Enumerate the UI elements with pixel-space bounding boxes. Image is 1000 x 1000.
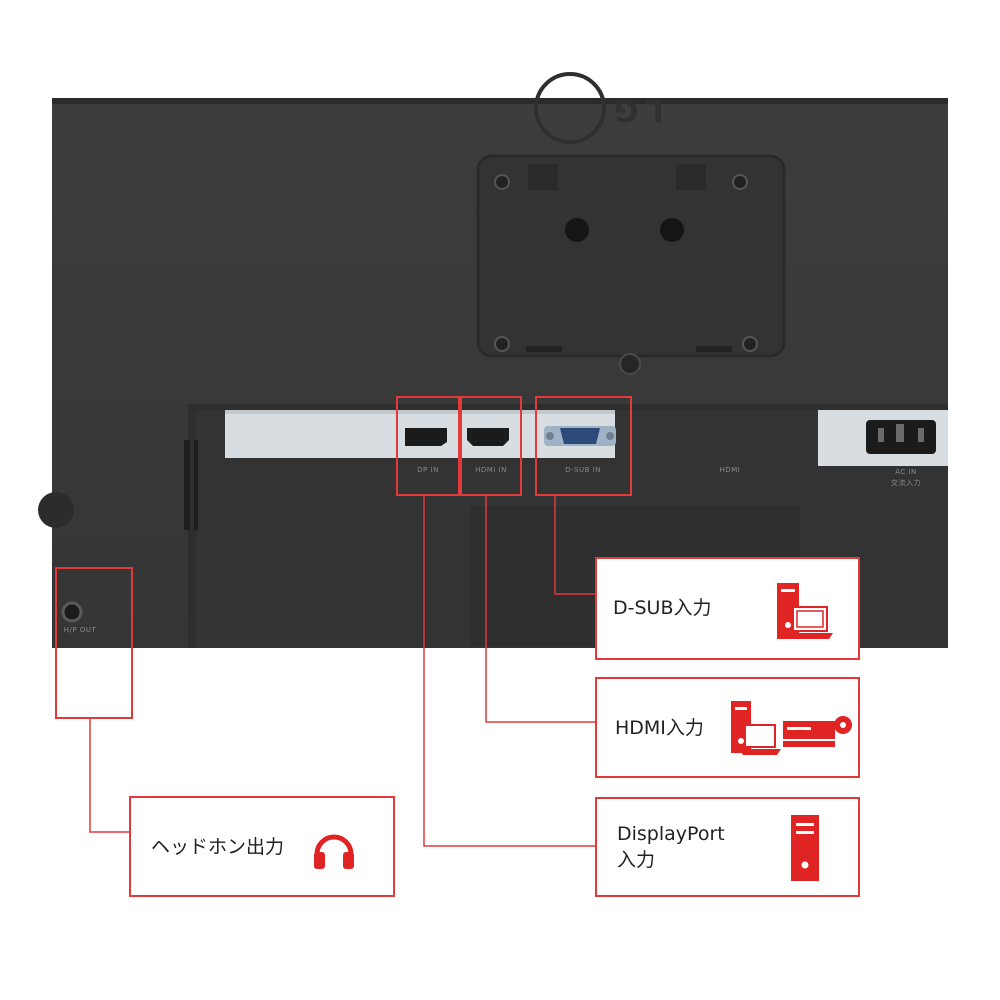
ac-port-label: AC IN [895, 468, 917, 476]
hdmi-logo-label: HDMI [719, 466, 741, 474]
callout-dsub-label: D-SUB入力 [613, 597, 712, 619]
hdmi-port-label: HDMI IN [475, 466, 507, 474]
hdmi-port [467, 428, 509, 446]
pc-tower-laptop-icon [777, 583, 833, 639]
callout-dsub: D-SUB入力 [595, 557, 860, 660]
dp-port-label: DP IN [417, 466, 439, 474]
leader-lines [89, 495, 596, 847]
callout-headphone-label: ヘッドホン出力 [151, 836, 285, 858]
headphones-icon [314, 834, 354, 869]
port-highlight-boxes [55, 396, 632, 719]
vesa-hole [565, 218, 589, 242]
callout-hdmi: HDMI入力 [595, 677, 860, 778]
headphone-jack [61, 601, 83, 623]
pc-laptop-player-icon [731, 701, 852, 755]
pc-tower-icon [791, 815, 819, 881]
callout-displayport-label-line2: 入力 [617, 849, 656, 871]
dsub-port-label: D-SUB IN [565, 466, 601, 474]
dp-port [405, 428, 447, 446]
vesa-hole [660, 218, 684, 242]
brand-logo-text: LG [608, 92, 664, 127]
callout-hdmi-label: HDMI入力 [615, 717, 704, 739]
lg-logo-mark [534, 72, 606, 144]
callout-displayport-label-line1: DisplayPort [617, 823, 725, 845]
callout-headphone: ヘッドホン出力 [129, 796, 395, 897]
ac-port-sublabel: 交流入力 [891, 479, 921, 487]
headphone-port-label: H/P OUT [63, 626, 97, 634]
callout-displayport: DisplayPort 入力 [595, 797, 860, 897]
